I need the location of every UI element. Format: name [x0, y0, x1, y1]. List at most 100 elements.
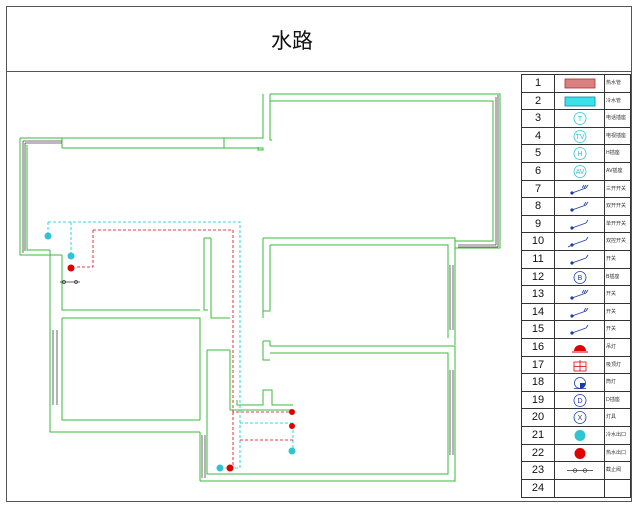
cold-water-lines: [47, 221, 294, 469]
legend-number: 8: [522, 198, 555, 215]
legend-label: B插座: [606, 273, 620, 280]
legend-label: 冷水管: [606, 97, 622, 104]
legend-number: 22: [522, 444, 555, 462]
legend-symbol-av-socket-icon: AV: [555, 163, 605, 180]
legend-label: 吊灯: [606, 344, 617, 350]
legend-label: 冷水出口: [606, 432, 627, 438]
legend-number: 11: [522, 251, 555, 268]
legend-row: 6 AV AV插座: [522, 163, 630, 181]
legend-row: 13 开关: [522, 286, 630, 304]
legend-label: 电话插座: [606, 115, 627, 122]
legend-row: 7 三开开关: [522, 180, 630, 199]
hot-outlet-3: [289, 423, 295, 429]
legend-label: D插座: [606, 396, 620, 403]
legend-number: 19: [522, 391, 555, 409]
hot-outlet-1: [67, 264, 75, 272]
legend-number: 20: [522, 409, 555, 426]
legend-number: 2: [522, 92, 555, 110]
cold-outlet-3: [288, 447, 296, 455]
legend-label: 开关: [606, 308, 617, 315]
legend-symbol-hot-pipe-icon: [555, 75, 605, 92]
legend-symbol-h-socket-icon: H: [555, 145, 605, 162]
legend-symbol-d-socket-icon: D: [555, 391, 605, 409]
legend-symbol-cold-pipe-icon: [555, 92, 605, 110]
legend-symbol-lamp-half-icon: [555, 374, 605, 391]
svg-text:D: D: [577, 398, 582, 405]
sheet-frame: 水路: [6, 6, 632, 502]
legend-row: 11 开关: [522, 251, 630, 269]
legend-symbol-lamp-red-icon: [555, 339, 605, 356]
cold-outlet-4: [216, 464, 224, 472]
legend-symbol-double-switch-icon: [555, 198, 605, 215]
legend-label: 灯具: [606, 414, 617, 421]
legend-number: 15: [522, 321, 555, 338]
legend-label: 截止阀: [606, 467, 622, 474]
legend-row: 24: [522, 479, 630, 498]
legend-label: 开关: [606, 291, 617, 298]
legend-row: 4 TV 电视插座: [522, 127, 630, 146]
legend-label: H插座: [606, 150, 620, 157]
page-title: 水路: [271, 29, 313, 53]
legend-label: 吸顶灯: [606, 361, 622, 368]
legend-symbol-switch-a-icon: [555, 251, 605, 268]
legend-label: [606, 480, 630, 498]
svg-text:T: T: [578, 116, 583, 123]
legend-number: 9: [522, 215, 555, 233]
legend-symbol-switch-d-icon: [555, 321, 605, 338]
cold-outlet-1: [44, 232, 52, 240]
hot-outlet-2: [289, 409, 295, 415]
hot-outlet-4: [226, 464, 234, 472]
legend-number: 5: [522, 145, 555, 162]
svg-text:X: X: [578, 415, 583, 422]
legend-row: 2 冷水管: [522, 92, 630, 111]
title-bar: 水路: [7, 7, 631, 72]
legend-symbol-switch-c-icon: [555, 303, 605, 321]
legend-symbol-dual-control-switch-icon: [555, 233, 605, 250]
legend-symbol-switch-b-icon: [555, 286, 605, 303]
legend-row: 22 热水出口: [522, 444, 630, 463]
legend-number: 4: [522, 127, 555, 145]
legend-number: 18: [522, 374, 555, 391]
legend-number: 7: [522, 180, 555, 198]
svg-text:AV: AV: [576, 169, 585, 176]
legend-row: 16 吊灯: [522, 339, 630, 357]
legend-label: 开关: [606, 256, 617, 262]
valve-symbol: [60, 280, 80, 284]
legend-label: 双控开关: [606, 238, 627, 245]
legend-number: 23: [522, 462, 555, 479]
legend-number: 24: [522, 479, 555, 498]
legend-label: 热水出口: [606, 449, 627, 456]
legend-label: 开关: [606, 326, 617, 333]
legend-row: 20 X 灯具: [522, 409, 630, 427]
legend-number: 16: [522, 339, 555, 356]
svg-text:H: H: [577, 151, 582, 158]
legend-row: 21 冷水出口: [522, 427, 630, 445]
legend-symbol-cold-outlet-icon: [555, 427, 605, 444]
legend-label: 热水管: [606, 80, 622, 86]
windows: [22, 95, 499, 478]
legend-row: 19 D D插座: [522, 391, 630, 410]
svg-text:TV: TV: [576, 134, 585, 141]
legend-label: 三开开关: [606, 185, 627, 192]
legend-label: 电视插座: [606, 132, 627, 139]
legend-symbol-blank-icon: [555, 479, 605, 498]
legend-symbol-triple-switch-icon: [555, 180, 605, 198]
fixtures: [44, 232, 296, 472]
legend-symbol-hot-outlet-icon: [555, 444, 605, 462]
walls: [19, 93, 501, 482]
legend-number: 13: [522, 286, 555, 303]
legend-label: AV插座: [606, 168, 623, 174]
legend-number: 6: [522, 163, 555, 180]
legend-number: 17: [522, 356, 555, 374]
legend-symbol-b-socket-icon: B: [555, 268, 605, 286]
legend-number: 21: [522, 427, 555, 444]
legend-row: 17 吸顶灯: [522, 356, 630, 375]
